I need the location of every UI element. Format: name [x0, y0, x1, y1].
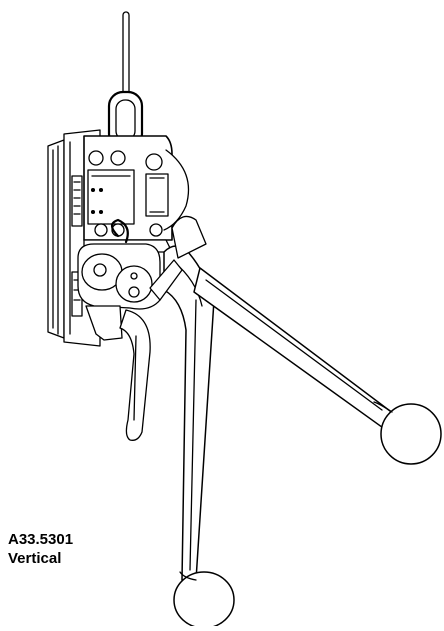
model-number: A33.5301 — [8, 531, 74, 548]
handle-diagonal — [171, 215, 442, 465]
release-lever — [85, 305, 151, 441]
orientation-label: Vertical — [8, 550, 62, 567]
model-caption: A33.5301 Vertical — [8, 530, 73, 568]
front-guard — [149, 259, 183, 301]
cam-assembly — [77, 218, 161, 310]
tool-body — [83, 135, 190, 253]
